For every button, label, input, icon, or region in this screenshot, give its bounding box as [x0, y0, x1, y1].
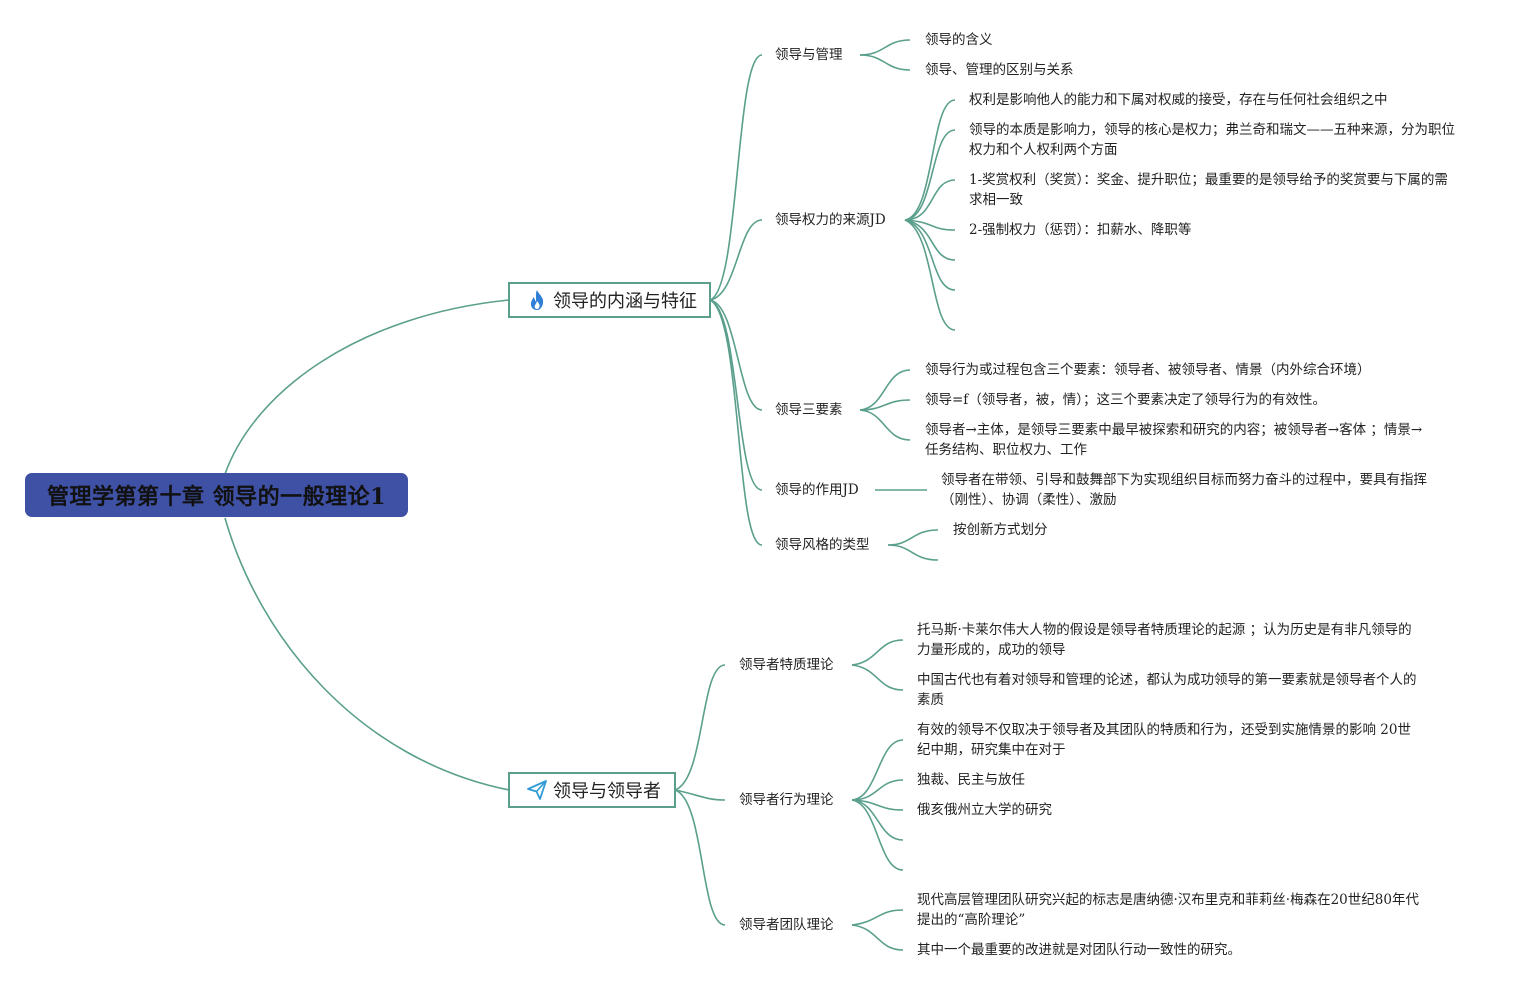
link-root-b1 [224, 517, 510, 791]
subtopic-power-sources[interactable]: 领导权力的来源JD [775, 212, 886, 228]
link-s1-l4 [904, 219, 956, 261]
link-b0-s0 [709, 54, 763, 301]
leaf-node[interactable]: 有效的领导不仅取决于领导者及其团队的特质和行为，还受到实施情景的影响 20世纪中… [917, 722, 1411, 758]
leaf-node[interactable]: 独裁、民主与放任 [917, 772, 1025, 788]
leaf-node[interactable]: 领导、管理的区别与关系 [925, 62, 1074, 78]
link-s4-l0 [887, 529, 939, 546]
leaf-node[interactable]: 领导的含义 [925, 32, 993, 48]
link-s1-l2 [904, 179, 956, 221]
leaf-node[interactable]: 领导者在带领、引导和鼓舞部下为实现组织目标而努力奋斗的过程中，要具有指挥（刚性）… [941, 472, 1427, 508]
link-t1-l3 [851, 799, 904, 841]
root-topic[interactable]: 管理学第第十章 领导的一般理论1 [25, 473, 408, 517]
link-root-b0 [224, 299, 510, 475]
branch-label: 领导的内涵与特征 [553, 291, 697, 312]
link-t2-l0 [851, 909, 904, 926]
link-s2-l1 [859, 399, 911, 411]
subtopic-three-elements[interactable]: 领导三要素 [775, 402, 843, 418]
leaf-node[interactable]: 领导者→主体，是领导三要素中最早被探索和研究的内容；被领导者→客体 ；情景→任务… [925, 422, 1423, 458]
link-t0-l1 [851, 664, 904, 691]
link-s1-l0 [904, 99, 956, 221]
link-b0-s3 [709, 299, 763, 491]
link-t1-l0 [851, 739, 904, 801]
paper-plane-icon [526, 779, 548, 801]
leaf-node[interactable]: 权利是影响他人的能力和下属对权威的接受，存在与任何社会组织之中 [969, 92, 1388, 108]
leaf-node[interactable]: 按创新方式划分 [953, 522, 1048, 538]
subtopic-team-theory[interactable]: 领导者团队理论 [739, 917, 834, 933]
link-t1-l4 [851, 799, 904, 871]
link-s1-l5 [904, 219, 956, 291]
link-b0-s1 [709, 219, 763, 301]
link-s1-l3 [904, 219, 956, 231]
subtopic-leadership-vs-management[interactable]: 领导与管理 [775, 47, 843, 63]
link-s2-l0 [859, 369, 911, 411]
link-t0-l0 [851, 639, 904, 666]
subtopic-role-of-leadership[interactable]: 领导的作用JD [775, 482, 859, 498]
leaf-node[interactable]: 1-奖赏权利（奖赏）：奖金、提升职位；最重要的是领导给予的奖赏要与下属的需求相一… [969, 172, 1448, 208]
link-b1-s2 [674, 789, 726, 926]
subtopic-behavior-theory[interactable]: 领导者行为理论 [739, 792, 834, 808]
leaf-node[interactable]: 托马斯·卡莱尔伟大人物的假设是领导者特质理论的起源 ；认为历史是有非凡领导的力量… [917, 622, 1412, 658]
leaf-node[interactable]: 现代高层管理团队研究兴起的标志是唐纳德·汉布里克和菲莉丝·梅森在20世纪80年代… [917, 892, 1419, 928]
link-s2-l2 [859, 409, 911, 441]
link-s1-l1 [904, 129, 956, 221]
leaf-node[interactable]: 其中一个最重要的改进就是对团队行动一致性的研究。 [917, 942, 1241, 958]
flame-icon [526, 289, 548, 311]
leaf-node[interactable]: 2-强制权力（惩罚）：扣薪水、降职等 [969, 222, 1192, 238]
leaf-node[interactable]: 领导的本质是影响力，领导的核心是权力；弗兰奇和瑞文——五种来源，分为职位权力和个… [969, 122, 1455, 158]
leaf-node[interactable]: 领导行为或过程包含三个要素：领导者、被领导者、情景（内外综合环境） [925, 362, 1371, 378]
link-s0-l0 [859, 39, 911, 56]
leaf-node[interactable]: 俄亥俄州立大学的研究 [917, 802, 1052, 818]
link-t1-l1 [851, 779, 904, 801]
subtopic-leadership-styles[interactable]: 领导风格的类型 [775, 537, 870, 553]
branch-leadership-connotation[interactable]: 领导的内涵与特征 [508, 282, 711, 318]
link-s4-l1 [887, 544, 939, 561]
subtopic-trait-theory[interactable]: 领导者特质理论 [739, 657, 834, 673]
link-s0-l1 [859, 54, 911, 71]
root-topic-label: 管理学第第十章 领导的一般理论1 [47, 484, 386, 510]
leaf-node[interactable]: 中国古代也有着对领导和管理的论述，都认为成功领导的第一要素就是领导者个人的素质 [917, 672, 1417, 708]
link-b1-s0 [674, 664, 726, 791]
leaf-node[interactable]: 领导=f（领导者，被，情）；这三个要素决定了领导行为的有效性。 [925, 392, 1327, 408]
link-b0-s4 [709, 299, 763, 546]
link-s1-l6 [904, 219, 956, 331]
link-t2-l1 [851, 924, 904, 951]
branch-label: 领导与领导者 [553, 781, 661, 802]
link-b0-s2 [709, 299, 763, 411]
branch-leadership-and-leaders[interactable]: 领导与领导者 [508, 772, 676, 808]
link-b1-s1 [674, 789, 726, 801]
